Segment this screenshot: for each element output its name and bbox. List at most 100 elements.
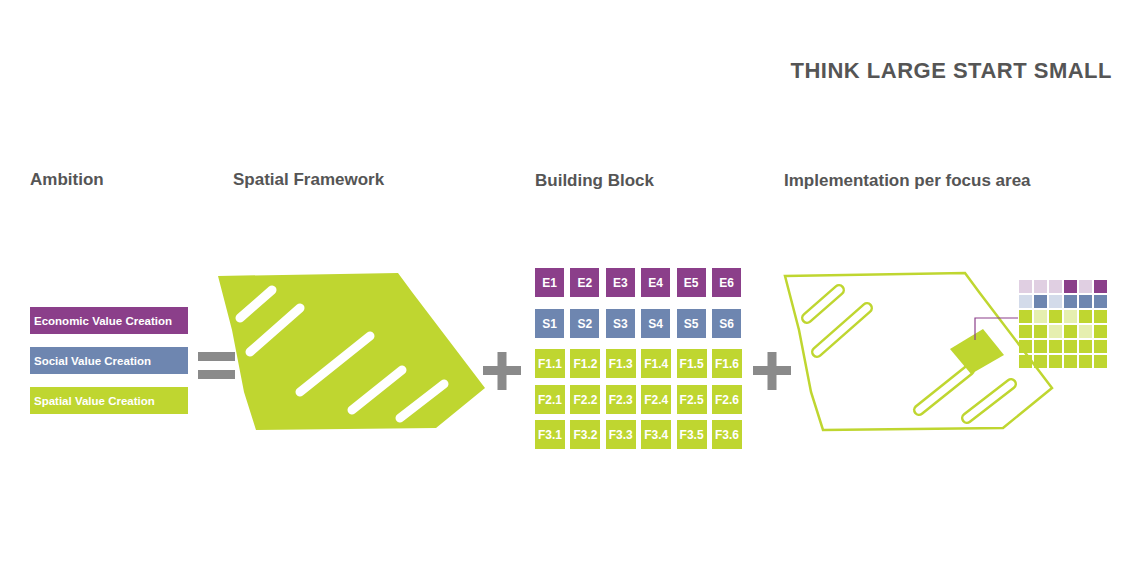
box-label: F1.2 [573, 357, 597, 371]
building-block: F1.3 [606, 349, 636, 378]
building-block: S6 [712, 309, 741, 338]
building-block: S4 [641, 309, 670, 338]
building-block: E2 [570, 268, 599, 297]
grid-cell [1049, 340, 1062, 353]
box-label: F1.3 [609, 357, 633, 371]
column-heading: Building Block [535, 171, 654, 191]
grid-cell [1094, 340, 1107, 353]
title: THINK LARGE START SMALL [790, 58, 1112, 84]
box-label: E1 [542, 276, 557, 290]
leader-line [975, 318, 1018, 340]
grid-cell [1079, 280, 1092, 293]
grid-cell [1094, 280, 1107, 293]
box-label: F2.4 [644, 393, 668, 407]
equals-sign [198, 352, 235, 379]
box-label: E2 [578, 276, 593, 290]
grid-cell [1094, 355, 1107, 368]
building-block: F3.3 [606, 420, 636, 449]
box-label: S4 [648, 317, 663, 331]
grid-cell [1079, 340, 1092, 353]
building-block: F1.4 [641, 349, 671, 378]
grid-cell [1019, 325, 1032, 338]
grid-cell [1034, 340, 1047, 353]
building-block: S1 [535, 309, 564, 338]
plus-sign [483, 352, 521, 390]
grid-cell [1019, 310, 1032, 323]
building-block: F2.5 [677, 385, 707, 414]
grid-cell [1049, 355, 1062, 368]
box-label: S3 [613, 317, 628, 331]
grid-cell [1034, 355, 1047, 368]
building-block: S5 [677, 309, 706, 338]
grid-cell [1079, 295, 1092, 308]
grid-cell [1064, 325, 1077, 338]
box-label: F1.1 [538, 357, 562, 371]
building-block: F1.5 [677, 349, 707, 378]
ambition-box: Social Value Creation [30, 347, 188, 374]
grid-cell [1034, 295, 1047, 308]
box-label: S6 [719, 317, 734, 331]
box-label: F1.5 [680, 357, 704, 371]
grid-cell [1064, 340, 1077, 353]
grid-cell [1079, 355, 1092, 368]
box-label: Economic Value Creation [34, 315, 172, 327]
grid-cell [1064, 355, 1077, 368]
grid-cell [1049, 280, 1062, 293]
building-block: S3 [606, 309, 635, 338]
building-block: F3.4 [641, 420, 671, 449]
building-block: F1.2 [570, 349, 600, 378]
box-label: Spatial Value Creation [34, 395, 155, 407]
building-block: F3.6 [712, 420, 742, 449]
grid-cell [1019, 295, 1032, 308]
box-label: F3.2 [573, 428, 597, 442]
box-label: F2.6 [715, 393, 739, 407]
block-grid [1019, 280, 1107, 368]
box-label: E6 [719, 276, 734, 290]
box-label: F1.4 [644, 357, 668, 371]
grid-cell [1019, 280, 1032, 293]
column-heading: Spatial Framework [233, 170, 384, 190]
box-label: F2.2 [573, 393, 597, 407]
ambition-box: Economic Value Creation [30, 307, 188, 334]
box-label: S5 [684, 317, 699, 331]
building-block: E4 [641, 268, 670, 297]
box-label: S1 [542, 317, 557, 331]
framework-shape [218, 273, 485, 430]
grid-cell [1049, 310, 1062, 323]
grid-cell [1079, 310, 1092, 323]
grid-cell [1064, 280, 1077, 293]
grid-cell [1019, 355, 1032, 368]
box-label: S2 [578, 317, 593, 331]
box-label: Social Value Creation [34, 355, 151, 367]
building-block: F1.1 [535, 349, 565, 378]
grid-cell [1034, 325, 1047, 338]
building-block: E3 [606, 268, 635, 297]
building-block: S2 [570, 309, 599, 338]
plus-sign [753, 352, 791, 390]
column-heading: Implementation per focus area [784, 171, 1031, 191]
grid-cell [1079, 325, 1092, 338]
building-block: E5 [677, 268, 706, 297]
grid-cell [1019, 340, 1032, 353]
building-block: F2.2 [570, 385, 600, 414]
building-block: F2.1 [535, 385, 565, 414]
box-label: F3.1 [538, 428, 562, 442]
box-label: F3.6 [715, 428, 739, 442]
column-heading: Ambition [30, 170, 104, 190]
box-label: F2.3 [609, 393, 633, 407]
box-label: E3 [613, 276, 628, 290]
box-label: E5 [684, 276, 699, 290]
grid-cell [1034, 280, 1047, 293]
box-label: F3.4 [644, 428, 668, 442]
building-block: E6 [712, 268, 741, 297]
box-label: F3.5 [680, 428, 704, 442]
building-block: F3.5 [677, 420, 707, 449]
building-block: F3.1 [535, 420, 565, 449]
building-block: F2.4 [641, 385, 671, 414]
framework-outline [785, 273, 1052, 430]
building-block: F2.6 [712, 385, 742, 414]
box-label: F3.3 [609, 428, 633, 442]
grid-cell [1094, 310, 1107, 323]
box-label: F2.1 [538, 393, 562, 407]
